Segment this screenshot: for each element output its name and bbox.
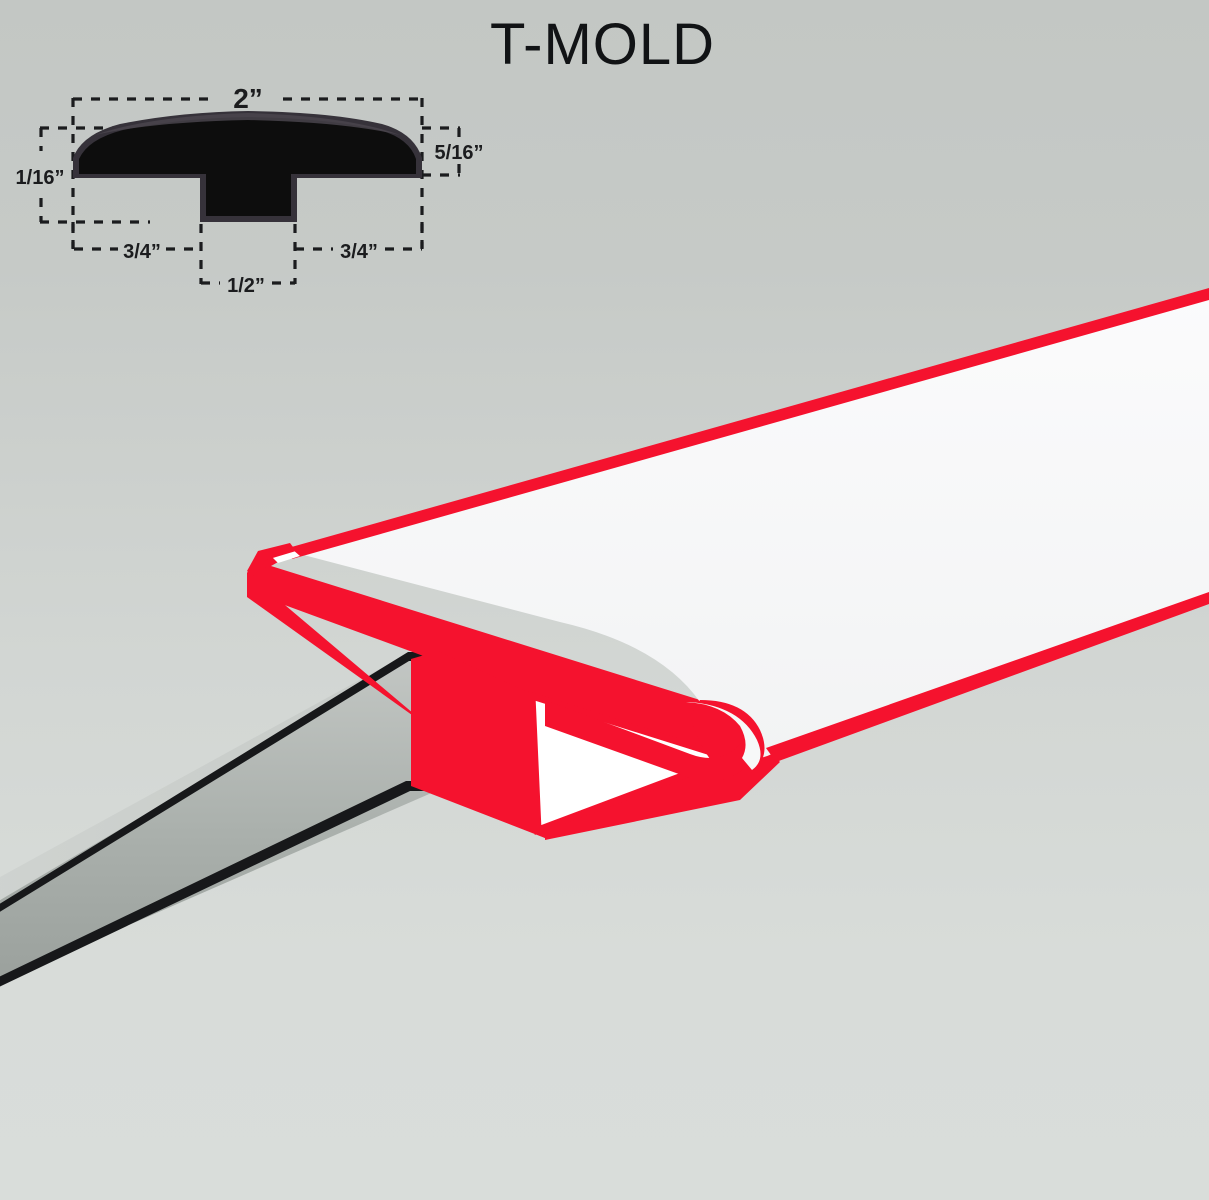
subfloor-plank [0,652,437,987]
t-mold-triangle-void-outline [528,691,741,835]
profile-silhouette [73,111,422,222]
cross-section-diagram: 2” 1/16” 5/16” 3/4” 1/2” 3/4” [16,83,484,297]
t-mold-top-face [286,291,1209,759]
page-title-text: T-MOLD [489,12,716,77]
profile-inner-fill [79,117,416,216]
subfloor-plank-side-face [0,659,436,982]
dim-label-overall-width: 2” [233,83,263,114]
dimension-labels: 2” 1/16” 5/16” 3/4” 1/2” 3/4” [16,83,484,297]
dim-label-stem-width: 1/2” [227,275,265,297]
profile-top-highlight [95,113,400,135]
dim-label-right-wing: 3/4” [340,241,378,263]
dim-label-edge-thickness: 1/16” [16,167,65,189]
t-mold-left-bevel-sliver [272,549,300,563]
page-title: T-MOLD [0,16,1209,74]
t-mold-front-curve-sweep [545,700,762,782]
dim-label-left-wing: 3/4” [123,241,161,263]
t-mold-top-back-accent-edge [288,288,1209,559]
dim-label-crown-height: 5/16” [435,142,484,164]
t-mold-left-endcap-outline [247,543,296,576]
t-mold-stem-body [411,651,545,838]
t-mold-front-lip-accent-edge [766,592,1209,762]
t-mold-wing-underside [247,566,757,766]
t-mold-body [247,288,1209,840]
t-mold-nose-shoulder-highlight [686,702,761,770]
